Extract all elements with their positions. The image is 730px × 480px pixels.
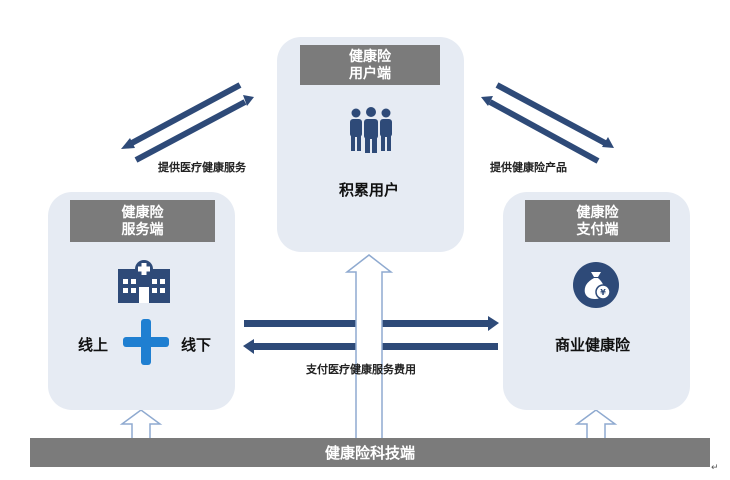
arrow-payment-to-user xyxy=(495,82,614,148)
user-node-header: 健康险 用户端 xyxy=(300,45,440,85)
hollow-arrow-service xyxy=(119,409,163,441)
plus-icon xyxy=(123,319,169,370)
payment-node: 健康险 支付端 ¥ 商业健康险 xyxy=(503,192,690,410)
hospital-icon xyxy=(116,259,172,308)
user-node-label: 积累用户 xyxy=(339,182,400,199)
svg-text:¥: ¥ xyxy=(600,288,606,297)
service-node-title-line1: 健康险 xyxy=(121,204,164,220)
user-node: 健康险 用户端 积累用户 xyxy=(277,37,464,252)
arrow-user-to-payment xyxy=(481,96,600,164)
hollow-arrow-payment xyxy=(574,409,618,441)
user-group-icon xyxy=(346,107,396,158)
edge-label-payment-user: 提供健康险产品 xyxy=(490,162,567,174)
arrow-service-to-user xyxy=(121,82,242,149)
edge-label-service-user: 提供医疗健康服务 xyxy=(158,162,246,174)
user-node-title-line1: 健康险 xyxy=(349,48,391,64)
money-bag-icon: ¥ xyxy=(573,262,619,313)
service-node-label-online: 线上 xyxy=(78,337,109,354)
edge-label-service-payment: 支付医疗健康服务费用 xyxy=(306,364,416,376)
payment-node-title-line2: 支付端 xyxy=(576,221,619,237)
return-mark: ↵ xyxy=(711,462,719,472)
user-node-title-line2: 用户端 xyxy=(349,65,391,81)
payment-node-header: 健康险 支付端 xyxy=(525,200,670,242)
base-bar: 健康险科技端 xyxy=(30,438,710,467)
payment-node-label: 商业健康险 xyxy=(555,337,631,354)
payment-node-title-line1: 健康险 xyxy=(576,204,619,220)
base-bar-label: 健康险科技端 xyxy=(324,445,415,462)
service-node: 健康险 服务端 线上 线下 xyxy=(48,192,235,410)
arrow-user-to-service xyxy=(134,95,254,163)
service-node-label-offline: 线下 xyxy=(181,337,212,354)
service-node-header: 健康险 服务端 xyxy=(70,200,215,242)
service-node-title-line2: 服务端 xyxy=(121,221,164,237)
